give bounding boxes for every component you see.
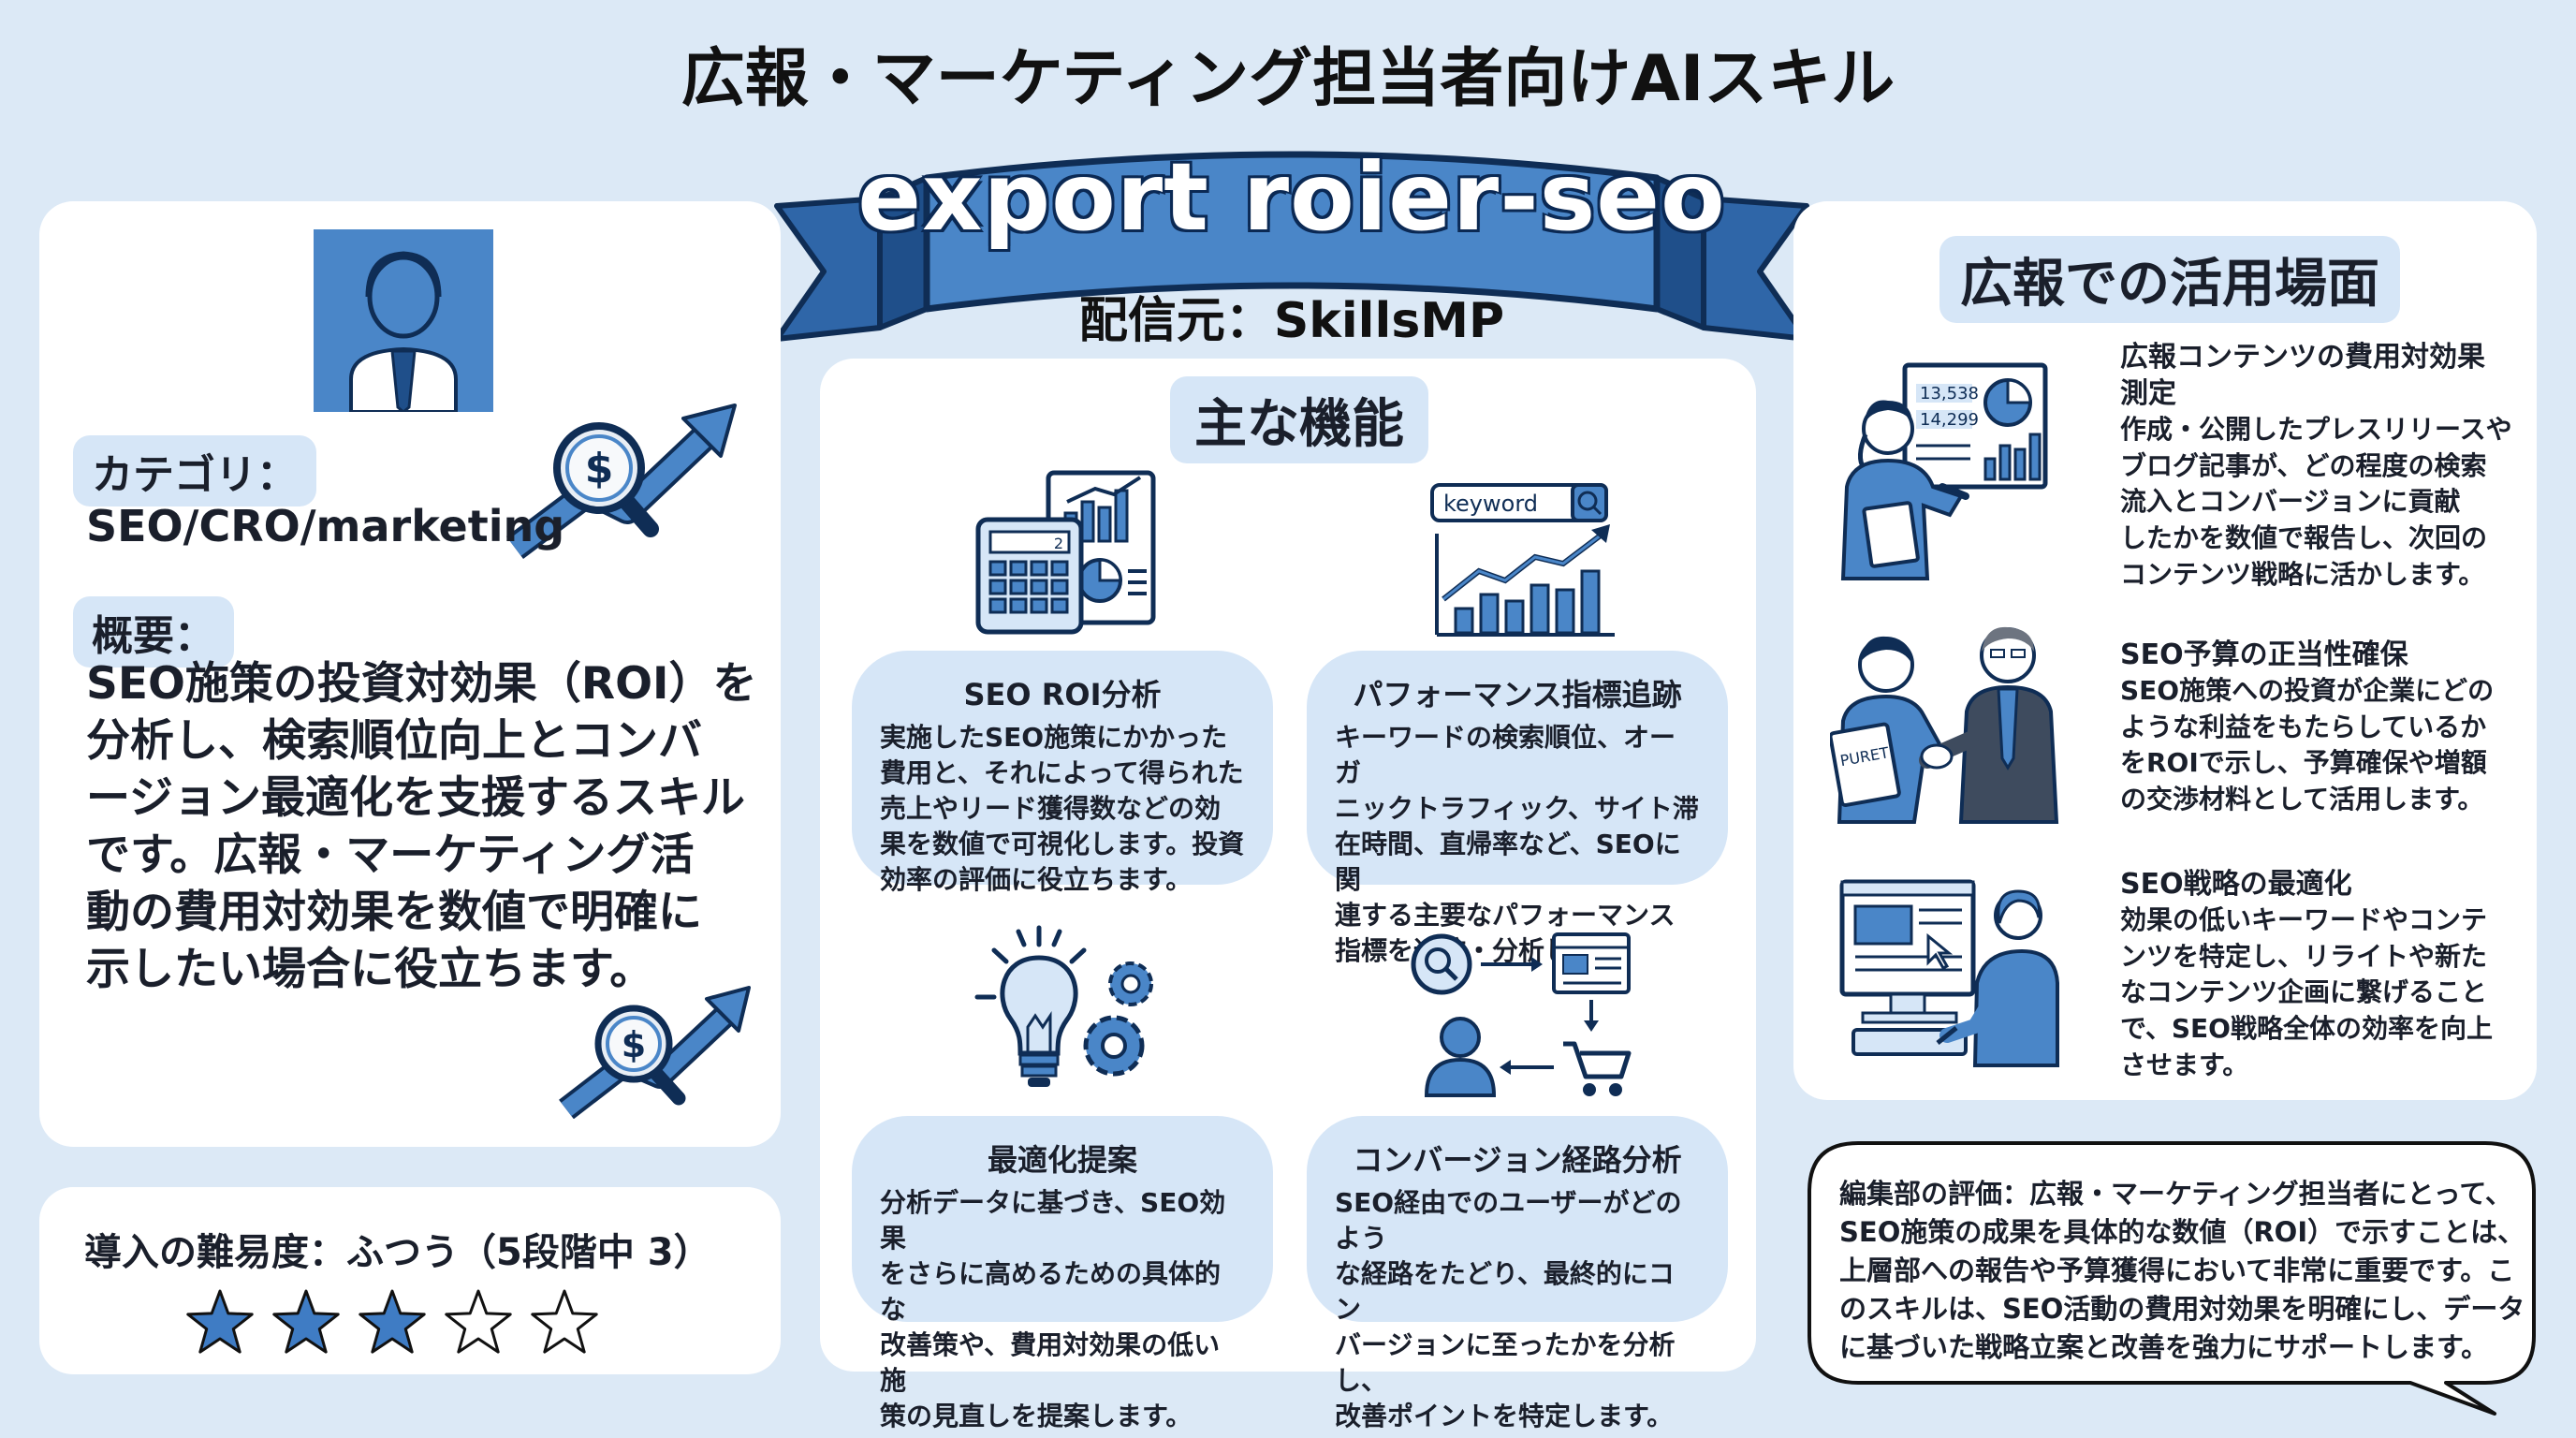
category-value: SEO/CRO/marketing <box>86 501 565 551</box>
keyword-search-chart-icon: keyword <box>1430 483 1615 637</box>
user-avatar-icon <box>314 229 493 412</box>
star-filled-icon <box>272 1289 340 1354</box>
star-empty-icon <box>531 1289 598 1354</box>
usage-title: 広報での活用場面 <box>1939 236 2400 323</box>
skill-name: export roier-seo <box>857 142 1726 252</box>
difficulty-text: 導入の難易度：ふつう（5段階中 3） <box>84 1231 711 1274</box>
feature-card-performance: パフォーマンス指標追跡 キーワードの検索順位、オーガ ニックトラフィック、サイト… <box>1307 651 1728 966</box>
handshake-icon: PURET <box>1830 626 2059 824</box>
svg-text:14,299: 14,299 <box>1920 410 1979 430</box>
features-title: 主な機能 <box>1170 376 1428 463</box>
usage-item-budget: SEO予算の正当性確保 SEO施策への投資が企業にどの ような利益をもたらしてい… <box>2120 638 2495 814</box>
feature-card-conversion-path: コンバージョン経路分析 SEO経由でのユーザーがどのよう な経路をたどり、最終的… <box>1307 1116 1728 1431</box>
dollar-magnifier-chart-icon-bottom: $ <box>559 986 751 1119</box>
svg-text:$: $ <box>622 1024 646 1065</box>
svg-text:keyword: keyword <box>1443 491 1538 517</box>
feature-card-seo-roi: SEO ROI分析 実施したSEO施策にかかった 費用と、それによって得られた … <box>852 651 1273 895</box>
presenter-chart-icon: 13,538 14,299 <box>1840 362 2048 580</box>
star-filled-icon <box>186 1289 254 1354</box>
computer-worker-icon <box>1839 879 2059 1067</box>
source-label: 配信元：SkillsMP <box>1078 293 1505 349</box>
feature-card-optimization: 最適化提案 分析データに基づき、SEO効果 をさらに高めるための具体的な 改善策… <box>852 1116 1273 1431</box>
ribbon-banner <box>774 151 1809 342</box>
calculator-report-icon: 2 <box>975 470 1156 635</box>
svg-text:$: $ <box>585 445 614 492</box>
category-label: カテゴリ： <box>73 435 316 506</box>
dollar-magnifier-chart-icon: $ <box>506 404 737 559</box>
difficulty-rating <box>186 1289 598 1354</box>
page-title: 広報・マーケティング担当者向けAIスキル <box>681 42 1895 116</box>
lightbulb-gears-icon <box>974 925 1153 1087</box>
summary-text: SEO施策の投資対効果（ROI）を 分析し、検索順位向上とコンバ ージョン最適化… <box>86 658 757 995</box>
usage-item-strategy: SEO戦略の最適化 効果の低いキーワードやコンテ ンツを特定し、リライトや新た … <box>2120 868 2493 1080</box>
star-filled-icon <box>359 1289 426 1354</box>
svg-text:2: 2 <box>1054 535 1063 552</box>
svg-text:13,538: 13,538 <box>1920 384 1979 404</box>
review-text: 編集部の評価：広報・マーケティング担当者にとって、 SEO施策の成果を具体的な数… <box>1839 1178 2525 1363</box>
star-empty-icon <box>445 1289 512 1354</box>
review-speech-bubble <box>1808 1141 2536 1416</box>
summary-label: 概要： <box>73 596 234 668</box>
usage-item-content-roi: 広報コンテンツの費用対効果 測定 作成・公開したプレスリリースや ブログ記事が、… <box>2120 341 2512 590</box>
conversion-path-icon <box>1411 932 1632 1097</box>
